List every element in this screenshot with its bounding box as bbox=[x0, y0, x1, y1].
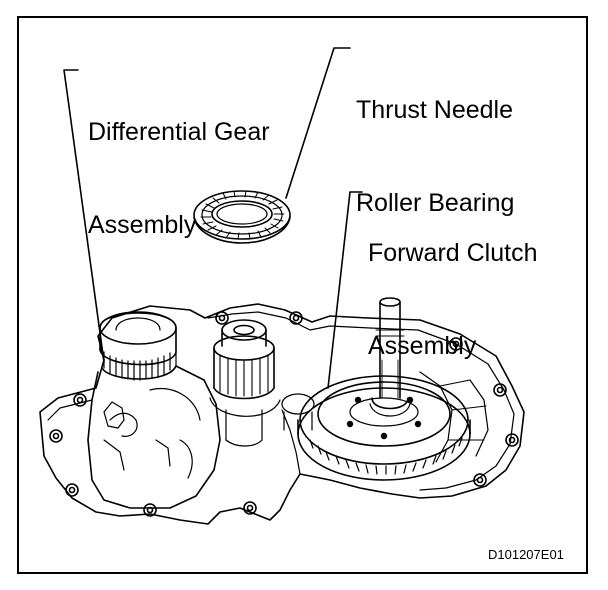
callout-differential-line2: Assembly bbox=[88, 211, 197, 239]
transaxle-case bbox=[39, 303, 525, 525]
callout-differential-line1: Differential Gear bbox=[88, 118, 270, 146]
callout-thrust-needle-roller-bearing: Thrust Needle Roller Bearing bbox=[356, 33, 514, 250]
callout-differential-gear-assembly: Differential Gear Assembly bbox=[88, 55, 270, 272]
leader-forward-clutch bbox=[327, 191, 363, 389]
forward-clutch-assembly bbox=[297, 297, 471, 481]
leader-differential bbox=[63, 69, 105, 363]
callout-thrust-line1: Thrust Needle bbox=[356, 96, 514, 124]
leader-lines bbox=[63, 47, 363, 389]
intermediate-shaft bbox=[209, 319, 315, 447]
callout-forward-clutch-line1: Forward Clutch bbox=[368, 239, 538, 267]
callout-thrust-line2: Roller Bearing bbox=[356, 189, 515, 217]
thrust-needle-roller-bearing bbox=[193, 190, 291, 244]
callout-forward-clutch-line2: Assembly bbox=[368, 332, 477, 360]
differential-gear-assembly bbox=[87, 311, 221, 509]
figure-code: D101207E01 bbox=[488, 547, 564, 562]
leader-thrust-bearing bbox=[285, 47, 351, 199]
callout-forward-clutch-assembly: Forward Clutch Assembly bbox=[368, 176, 538, 393]
